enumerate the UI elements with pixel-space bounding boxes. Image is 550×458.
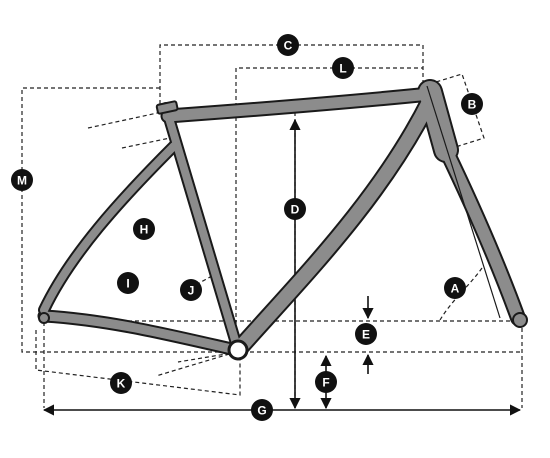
badge-label: K xyxy=(117,377,126,391)
badge-circle xyxy=(332,57,354,79)
badge-circle xyxy=(180,279,202,301)
chain-stay xyxy=(39,311,241,355)
guide-l xyxy=(235,67,423,352)
badge-e: E xyxy=(355,323,377,345)
top-tube xyxy=(162,88,436,122)
badge-circle xyxy=(444,277,466,299)
badge-h: H xyxy=(133,218,155,240)
badge-circle xyxy=(110,372,132,394)
steering-axis-line xyxy=(426,85,501,319)
badge-circle xyxy=(11,169,33,191)
badge-d: D xyxy=(284,198,306,220)
badge-label: I xyxy=(126,277,129,291)
badge-l: L xyxy=(332,57,354,79)
badge-c: C xyxy=(277,34,299,56)
seat-tube xyxy=(162,104,242,354)
badge-label: G xyxy=(257,404,266,418)
badge-label: H xyxy=(140,223,149,237)
guide-k xyxy=(35,330,241,396)
guide-h xyxy=(87,111,239,363)
badge-circle xyxy=(117,272,139,294)
badge-a: A xyxy=(444,277,466,299)
badge-b: B xyxy=(461,93,483,115)
badge-label: J xyxy=(188,284,195,298)
badge-label: B xyxy=(468,98,477,112)
badge-j: J xyxy=(180,279,202,301)
seat-post-clamp xyxy=(155,100,179,115)
badge-g: G xyxy=(251,399,273,421)
badge-circle xyxy=(461,93,483,115)
bottom-bracket xyxy=(227,339,249,361)
badge-f: F xyxy=(315,371,337,393)
badge-label: D xyxy=(291,203,300,217)
badge-m: M xyxy=(11,169,33,191)
badge-circle xyxy=(133,218,155,240)
badge-label: F xyxy=(322,376,329,390)
badge-label: C xyxy=(284,39,293,53)
seat-stay xyxy=(40,142,178,314)
down-tube xyxy=(231,93,437,357)
badge-label: L xyxy=(339,62,346,76)
measurement-badges: A B C D E F G H I J K L M xyxy=(11,34,483,421)
badge-label: E xyxy=(362,328,370,342)
badge-circle xyxy=(315,371,337,393)
badge-circle xyxy=(284,198,306,220)
badge-i: I xyxy=(117,272,139,294)
rear-dropout xyxy=(38,312,50,324)
guide-b xyxy=(422,73,485,151)
badge-label: M xyxy=(17,174,27,188)
badge-circle xyxy=(251,399,273,421)
badge-k: K xyxy=(110,372,132,394)
bike-frame xyxy=(37,79,528,361)
fork xyxy=(440,144,524,324)
front-dropout xyxy=(512,312,528,328)
badge-label: A xyxy=(451,282,460,296)
badge-circle xyxy=(277,34,299,56)
badge-circle xyxy=(355,323,377,345)
guide-m xyxy=(21,87,236,353)
